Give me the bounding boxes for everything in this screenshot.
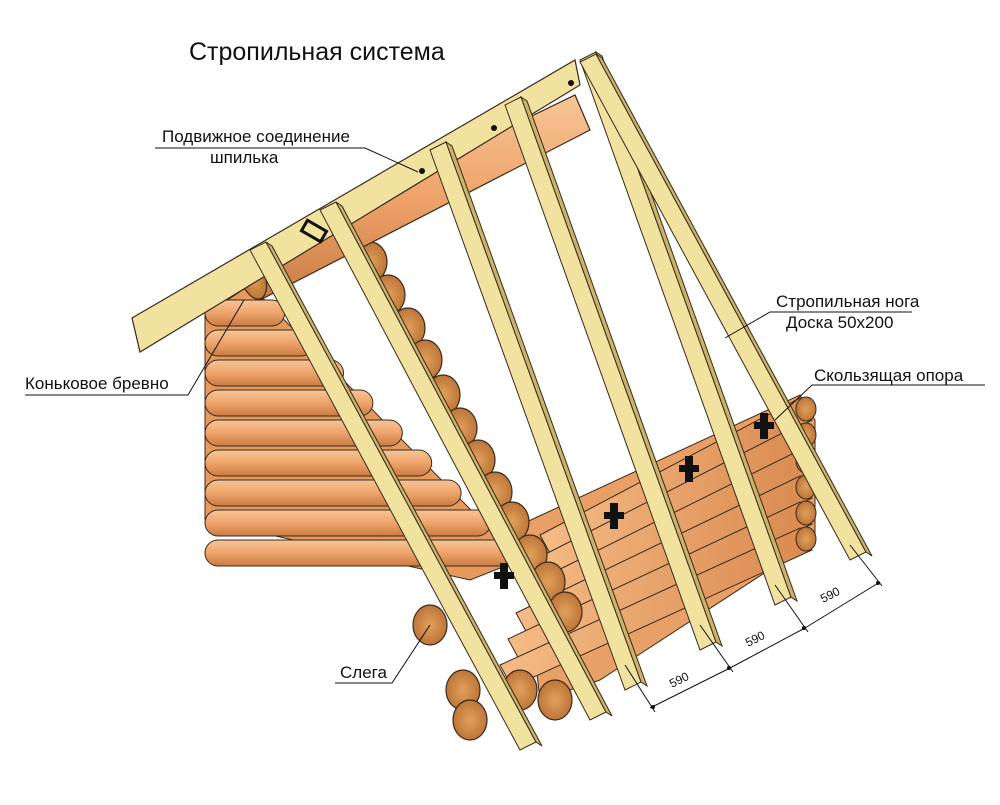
rafter-board bbox=[579, 53, 873, 561]
rafter-board bbox=[579, 50, 798, 606]
gable-log bbox=[204, 509, 491, 537]
label-hinge-line2: шпилька bbox=[210, 148, 279, 167]
pin-icon bbox=[419, 168, 425, 174]
label-ridge-log: Коньковое бревно bbox=[25, 374, 169, 393]
gable-log bbox=[204, 479, 462, 507]
pin-icon bbox=[568, 80, 574, 86]
bracket-icon bbox=[494, 563, 514, 589]
bracket-icon bbox=[679, 456, 699, 482]
bracket-icon bbox=[754, 413, 774, 439]
rafter-board bbox=[319, 201, 613, 721]
label-rafter: Стропильная нога Доска 50х200 bbox=[776, 291, 919, 333]
label-purlin: Слега bbox=[340, 663, 387, 682]
dimension-ticks bbox=[651, 581, 880, 709]
label-rafter-line2: Доска 50х200 bbox=[786, 313, 894, 332]
pin-icon bbox=[491, 125, 497, 131]
label-rafter-line1: Стропильная нога bbox=[776, 292, 920, 311]
dimension-label-3: 590 bbox=[818, 584, 842, 606]
sliding-support-brackets bbox=[494, 413, 774, 589]
gable-log bbox=[204, 539, 521, 567]
log-end bbox=[452, 699, 488, 741]
label-hinge-line1: Подвижное соединение bbox=[162, 127, 350, 146]
spacing-dimensions bbox=[624, 544, 883, 713]
rafter-board bbox=[504, 95, 723, 651]
gable-board bbox=[131, 59, 581, 353]
diagram-title: Стропильная система bbox=[189, 38, 445, 66]
label-sliding-support: Скользящая опора bbox=[814, 366, 964, 385]
label-hinge: Подвижное соединение шпилька bbox=[162, 126, 350, 168]
rafter-group bbox=[249, 50, 873, 751]
gable-log bbox=[204, 359, 344, 387]
rafter-board bbox=[429, 140, 648, 691]
gable-log bbox=[204, 449, 433, 477]
bracket-icon bbox=[604, 503, 624, 529]
log-end bbox=[537, 679, 573, 721]
rafter-board bbox=[249, 241, 543, 751]
dimension-label-1: 590 bbox=[667, 669, 691, 691]
ridge-pins bbox=[299, 80, 574, 244]
hinge-plate-icon bbox=[299, 218, 329, 244]
dimension-label-2: 590 bbox=[743, 628, 767, 650]
side-log bbox=[507, 500, 817, 662]
leader-lines bbox=[25, 147, 985, 684]
